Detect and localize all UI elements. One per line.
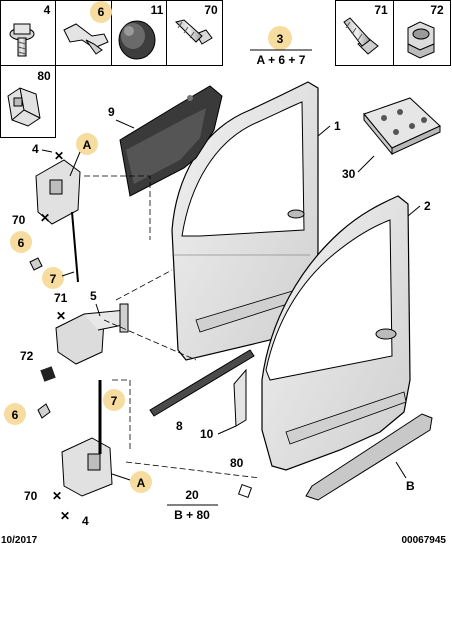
bolt-icon [343, 17, 379, 55]
front-door[interactable] [171, 81, 319, 361]
screw-icon [175, 19, 213, 45]
callout-9: 9 [108, 105, 115, 119]
callout-A: A [83, 138, 92, 152]
part-number-72: 72 [430, 3, 444, 17]
nut-icon [40, 366, 56, 382]
highlight-circle [76, 133, 98, 155]
upper-hinge[interactable] [35, 159, 81, 283]
cross-mark: ✕ [54, 149, 64, 163]
part-number-70: 70 [204, 3, 218, 17]
guide-lines [84, 175, 261, 479]
cross-mark: ✕ [56, 309, 66, 323]
sill-trim[interactable] [305, 413, 433, 501]
footer-date: 10/2017 [1, 535, 38, 546]
nut-icon [407, 21, 435, 59]
group-3[interactable]: 3 A + 6 + 7 [250, 26, 312, 67]
part-number-11: 11 [151, 3, 164, 17]
callout-71: 71 [54, 291, 68, 305]
highlight-circle [130, 471, 152, 493]
upper-check-strap[interactable] [55, 303, 129, 365]
highlight-circle [42, 267, 64, 289]
callout-30: 30 [342, 167, 356, 181]
part-number-71: 71 [374, 3, 388, 17]
cross-mark: ✕ [60, 509, 70, 523]
parts-panel [0, 0, 451, 138]
group-number: 3 [277, 32, 284, 46]
part-number-6: 6 [98, 5, 105, 19]
screw-icon [9, 23, 35, 57]
group-number: 20 [185, 488, 199, 502]
cell-part-6[interactable]: 6 [63, 1, 112, 55]
cell-part-80[interactable]: 80 [7, 69, 51, 127]
callout-6: 6 [18, 236, 25, 250]
callout-8: 8 [176, 419, 183, 433]
lower-hinge[interactable] [61, 380, 113, 497]
footer-reference: 00067945 [401, 535, 447, 546]
callout-10: 10 [200, 427, 214, 441]
callout-4: 4 [82, 514, 89, 528]
group-formula: A + 6 + 7 [257, 53, 306, 67]
callout-A: A [137, 476, 146, 490]
callout-70: 70 [12, 213, 26, 227]
callout-5: 5 [90, 289, 97, 303]
cell-part-71[interactable]: 71 [343, 3, 388, 55]
highlight-circle [10, 231, 32, 253]
cell-part-4[interactable]: 4 [9, 3, 51, 57]
cross-mark: ✕ [40, 211, 50, 225]
cell-part-72[interactable]: 72 [407, 3, 444, 59]
callout-B: B [406, 479, 415, 493]
group-20[interactable]: 20 B + 80 [167, 488, 218, 522]
highlight-circle [268, 26, 292, 50]
pillar-trim[interactable] [233, 368, 247, 427]
part-number-80: 80 [37, 69, 51, 83]
part-number-4: 4 [44, 3, 51, 17]
seal-strip[interactable] [149, 349, 255, 417]
clip-icon [63, 23, 109, 55]
group-formula: B + 80 [174, 508, 210, 522]
callout-2: 2 [424, 199, 431, 213]
callout-72: 72 [20, 349, 34, 363]
callout-7: 7 [111, 394, 118, 408]
clip-set[interactable] [363, 97, 441, 156]
highlight-circle [4, 403, 26, 425]
inner-panel[interactable] [119, 85, 223, 197]
callout-7: 7 [50, 272, 57, 286]
callout-6: 6 [12, 408, 19, 422]
callout-70: 70 [24, 489, 38, 503]
rear-door[interactable] [261, 195, 411, 471]
retainer-icon [237, 483, 253, 499]
highlight-circle [90, 1, 112, 23]
callout-1: 1 [334, 119, 341, 133]
plug-icon [118, 20, 156, 60]
cell-part-70[interactable]: 70 [175, 3, 218, 45]
callout-80: 80 [230, 456, 244, 470]
callout-labels: 1 2 9 30 4 ✕ A 70 ✕ 6 7 71 ✕ 5 72 6 7 8 [4, 105, 431, 528]
retainer-icon [7, 87, 41, 127]
highlight-circle [103, 389, 125, 411]
cross-mark: ✕ [52, 489, 62, 503]
callout-4: 4 [32, 142, 39, 156]
cell-part-11[interactable]: 11 [118, 3, 164, 60]
